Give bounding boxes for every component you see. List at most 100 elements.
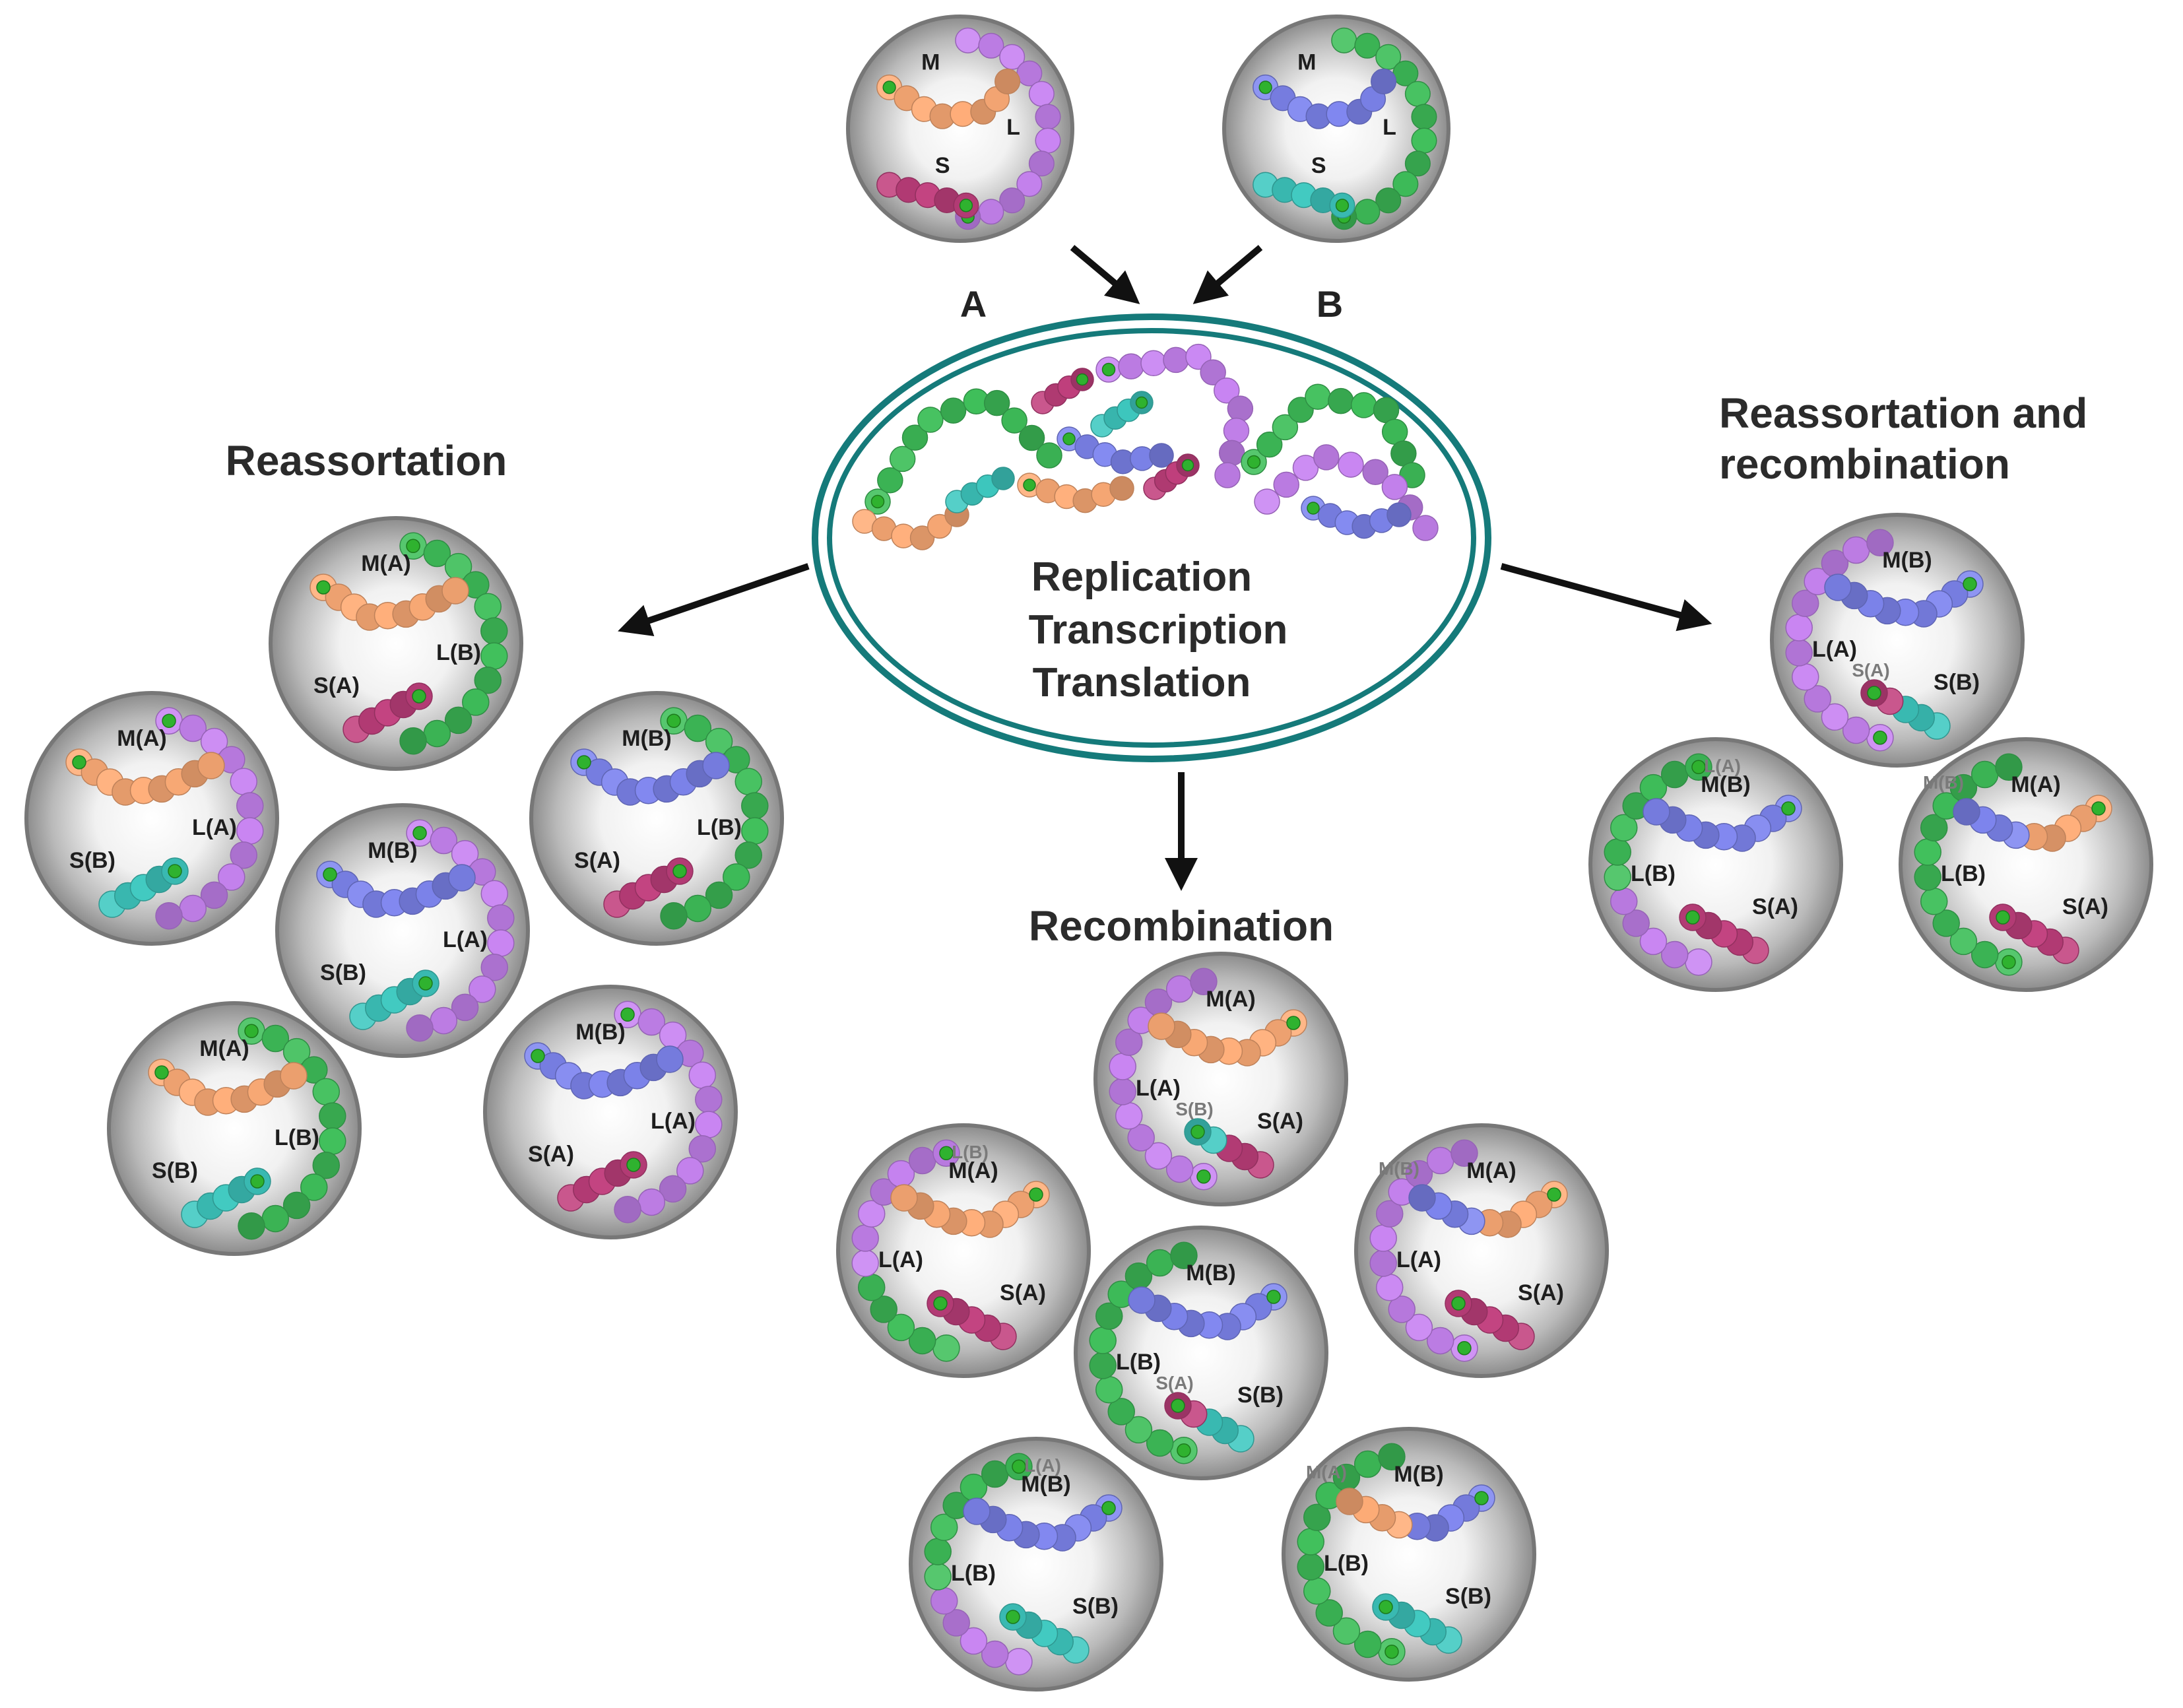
bead bbox=[312, 1078, 341, 1106]
label-s: S(A) bbox=[2062, 894, 2108, 919]
bead bbox=[1375, 187, 1402, 214]
segment-s-recombinant-part bbox=[1184, 1118, 1227, 1154]
bead bbox=[978, 199, 1004, 225]
bead bbox=[1932, 909, 1960, 937]
bead bbox=[851, 1224, 879, 1252]
segment-l bbox=[1109, 968, 1218, 1191]
bead bbox=[1842, 716, 1870, 744]
cap-dot bbox=[1996, 910, 2010, 925]
arrow-to-reassort-recomb bbox=[1500, 563, 1712, 632]
cap-dot bbox=[1023, 478, 1036, 492]
cap-dot bbox=[1335, 199, 1350, 213]
label-l: L(B) bbox=[275, 1125, 319, 1150]
segment-l bbox=[924, 1453, 1033, 1591]
label-l: L(A) bbox=[443, 927, 488, 952]
bead bbox=[1214, 377, 1240, 404]
cap-dot bbox=[1867, 686, 1881, 700]
segment-s bbox=[999, 1603, 1090, 1664]
segment-s bbox=[1989, 903, 2079, 964]
label-s: S(A) bbox=[1518, 1280, 1564, 1305]
segment-s bbox=[1372, 1593, 1462, 1654]
bead bbox=[1920, 814, 1948, 842]
parent-a-label: A bbox=[960, 283, 987, 325]
bead bbox=[451, 993, 479, 1022]
bead bbox=[1381, 474, 1408, 500]
bead bbox=[1109, 476, 1134, 501]
bead bbox=[688, 1134, 717, 1163]
bead bbox=[1914, 863, 1941, 891]
bead bbox=[963, 1497, 991, 1525]
cell-line-transcription: Transcription bbox=[1029, 607, 1288, 653]
label-m: M(A) bbox=[948, 1158, 998, 1183]
bead bbox=[1371, 68, 1397, 94]
bead bbox=[1018, 424, 1045, 451]
bead bbox=[1426, 1327, 1454, 1355]
cap-dot bbox=[667, 713, 681, 729]
cell-seg-s-b bbox=[1090, 391, 1154, 438]
label-s: S(A) bbox=[313, 673, 360, 698]
bead bbox=[430, 826, 458, 855]
bead bbox=[1165, 1155, 1194, 1183]
cap-dot bbox=[1101, 362, 1116, 377]
segment-s bbox=[876, 172, 979, 218]
bead bbox=[462, 688, 490, 716]
bead bbox=[1353, 1450, 1382, 1478]
segment-s bbox=[181, 1167, 271, 1228]
bead bbox=[1128, 1286, 1156, 1314]
label-m: M(A) bbox=[117, 726, 167, 751]
bead bbox=[660, 902, 688, 930]
cap-dot bbox=[1451, 1296, 1466, 1311]
bead bbox=[917, 407, 944, 433]
bead bbox=[441, 577, 469, 605]
label-s: S(B) bbox=[1934, 670, 1980, 695]
bead bbox=[280, 1062, 308, 1090]
cap-dot bbox=[1266, 1290, 1281, 1304]
reassortation-virion-4: M(B)L(A)S(B) bbox=[275, 803, 530, 1058]
label-s: S(B) bbox=[1072, 1594, 1119, 1619]
label-m: M(B) bbox=[1186, 1261, 1236, 1286]
label-l: L(B) bbox=[951, 1561, 996, 1586]
bead bbox=[1005, 1647, 1033, 1676]
bead bbox=[1127, 1124, 1155, 1152]
cap-dot bbox=[933, 1296, 948, 1311]
bead bbox=[1124, 1416, 1153, 1444]
cell-line-translation: Translation bbox=[1033, 660, 1251, 706]
bead bbox=[197, 752, 225, 779]
bead bbox=[1914, 838, 1941, 866]
bead bbox=[1115, 1101, 1143, 1130]
reassort_recomb-virion-2: M(B)L(B)S(A)L(A) bbox=[1588, 737, 1843, 992]
segment-s bbox=[342, 682, 433, 743]
cap-dot bbox=[1685, 910, 1700, 925]
virions-layer: M(A) L(B) S(A) M(A) L(A) S(B) M(B) L(B) S(A) M(B)… bbox=[24, 513, 2153, 1692]
bead bbox=[1028, 81, 1055, 107]
cell-outer-ring bbox=[812, 313, 1491, 762]
label-m: M bbox=[921, 50, 940, 75]
cap-dot bbox=[1258, 81, 1272, 94]
segment-s bbox=[557, 1151, 647, 1212]
bead bbox=[1604, 838, 1631, 866]
label-extra: L(A) bbox=[1024, 1455, 1061, 1476]
bead bbox=[930, 1587, 958, 1615]
cap-dot bbox=[412, 826, 427, 841]
label-l: L(B) bbox=[1116, 1350, 1161, 1375]
bead bbox=[1610, 814, 1638, 842]
bead bbox=[927, 513, 952, 539]
bead bbox=[1089, 1327, 1117, 1354]
bead bbox=[319, 1127, 346, 1155]
label-l: L(A) bbox=[1136, 1076, 1181, 1101]
bead bbox=[734, 768, 763, 796]
cap-dot bbox=[1781, 801, 1796, 816]
segment-m bbox=[890, 1181, 1050, 1238]
bead bbox=[1144, 1142, 1173, 1170]
bead bbox=[877, 467, 903, 494]
bead bbox=[1140, 350, 1167, 377]
bead bbox=[1095, 1375, 1123, 1404]
bead bbox=[1353, 1630, 1382, 1659]
segment-l bbox=[1914, 753, 2023, 976]
segment-l bbox=[1369, 1139, 1478, 1362]
cell-seg-s-a bbox=[1031, 368, 1094, 414]
bead bbox=[1369, 1249, 1397, 1277]
bead bbox=[1303, 1577, 1331, 1605]
bead bbox=[614, 1195, 641, 1224]
bead bbox=[1375, 44, 1402, 70]
